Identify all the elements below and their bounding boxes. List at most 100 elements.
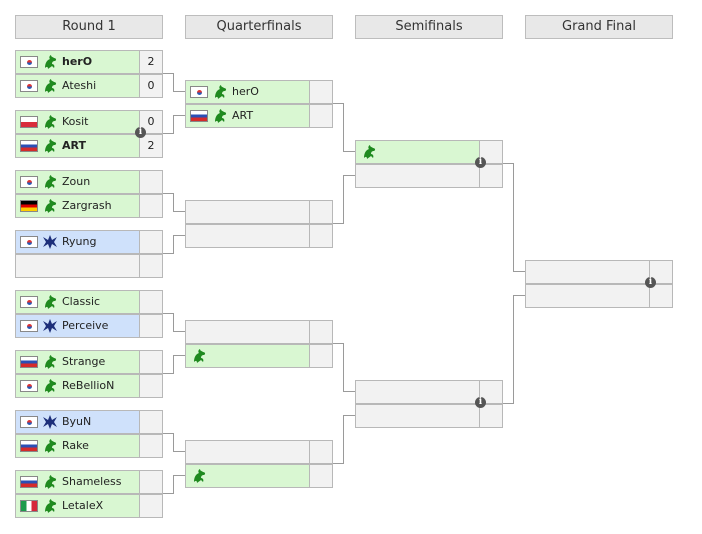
player-slot[interactable]: Ryung <box>15 230 163 254</box>
connector-line <box>343 343 344 392</box>
connector-line <box>513 295 514 404</box>
connector-line <box>173 355 174 374</box>
connector-line <box>333 223 343 224</box>
player-name: herO <box>62 55 93 68</box>
score-box <box>309 441 332 463</box>
match-info-icon[interactable]: i <box>645 277 656 288</box>
match-info-icon[interactable]: i <box>475 397 486 408</box>
zerg-race-icon <box>42 54 58 70</box>
player-slot[interactable]: herO <box>185 80 333 104</box>
player-slot[interactable]: LetaleX <box>15 494 163 518</box>
player-name: Ateshi <box>62 79 97 92</box>
flag-ru-icon <box>20 440 38 452</box>
score-box <box>139 411 162 433</box>
player-name: LetaleX <box>62 499 104 512</box>
connector-line <box>173 433 174 452</box>
connector-line <box>343 415 355 416</box>
score-box <box>139 471 162 493</box>
connector-line <box>173 475 174 494</box>
player-slot[interactable]: Zargrash <box>15 194 163 218</box>
score-box: 2 <box>139 135 162 157</box>
player-name: herO <box>232 85 259 98</box>
score-box <box>139 231 162 253</box>
score-box <box>479 165 502 187</box>
round-header-2: Semifinals <box>355 15 503 39</box>
player-slot[interactable]: Shameless <box>15 470 163 494</box>
zerg-race-icon <box>42 174 58 190</box>
player-slot[interactable]: Strange <box>15 350 163 374</box>
player-slot[interactable]: ByuN <box>15 410 163 434</box>
match-info-icon[interactable]: i <box>475 157 486 168</box>
connector-line <box>163 493 173 494</box>
flag-kr-icon <box>20 296 38 308</box>
connector-line <box>333 463 343 464</box>
round-header-1: Quarterfinals <box>185 15 333 39</box>
player-name: Ryung <box>62 235 97 248</box>
connector-line <box>513 295 525 296</box>
score-box <box>309 345 332 367</box>
connector-line <box>173 355 185 356</box>
player-slot[interactable]: Perceive <box>15 314 163 338</box>
zerg-race-icon <box>42 138 58 154</box>
empty-slot <box>15 254 163 278</box>
player-slot[interactable]: Zoun <box>15 170 163 194</box>
zerg-race-icon <box>42 294 58 310</box>
player-name: Zargrash <box>62 199 112 212</box>
player-slot[interactable]: Classic <box>15 290 163 314</box>
score-box <box>479 405 502 427</box>
round-header-0: Round 1 <box>15 15 163 39</box>
player-slot[interactable]: Rake <box>15 434 163 458</box>
score-box: 2 <box>139 51 162 73</box>
empty-slot <box>185 224 333 248</box>
player-slot[interactable]: ART <box>185 104 333 128</box>
empty-slot <box>185 344 333 368</box>
zerg-race-icon <box>42 198 58 214</box>
zerg-race-icon <box>212 84 228 100</box>
player-name: Zoun <box>62 175 91 188</box>
connector-line <box>163 73 173 74</box>
connector-line <box>343 391 355 392</box>
flag-kr-icon <box>20 236 38 248</box>
connector-line <box>173 235 174 254</box>
player-name: ByuN <box>62 415 92 428</box>
player-slot[interactable]: ReBellioN <box>15 374 163 398</box>
connector-line <box>173 91 185 92</box>
connector-line <box>343 415 344 464</box>
zerg-race-icon <box>42 354 58 370</box>
zerg-race-icon <box>42 438 58 454</box>
flag-kr-icon <box>20 56 38 68</box>
empty-slot <box>185 200 333 224</box>
score-box <box>139 171 162 193</box>
player-name: Kosit <box>62 115 89 128</box>
connector-line <box>503 403 513 404</box>
score-box <box>139 495 162 517</box>
empty-slot <box>185 320 333 344</box>
empty-slot <box>185 440 333 464</box>
connector-line <box>173 115 185 116</box>
connector-line <box>343 103 344 152</box>
connector-line <box>333 103 343 104</box>
score-box <box>649 261 672 283</box>
connector-line <box>173 475 185 476</box>
flag-ru-icon <box>20 356 38 368</box>
score-box <box>139 291 162 313</box>
player-name: ReBellioN <box>62 379 115 392</box>
score-box <box>479 381 502 403</box>
score-box <box>139 435 162 457</box>
score-box <box>309 321 332 343</box>
flag-kr-icon <box>20 80 38 92</box>
protoss-race-icon <box>42 234 58 250</box>
connector-line <box>163 373 173 374</box>
player-slot[interactable]: herO 2 <box>15 50 163 74</box>
connector-line <box>163 433 173 434</box>
protoss-race-icon <box>42 414 58 430</box>
connector-line <box>173 313 174 332</box>
empty-slot <box>355 380 503 404</box>
connector-line <box>343 175 344 224</box>
player-name: Classic <box>62 295 101 308</box>
connector-line <box>173 235 185 236</box>
match-info-icon[interactable]: i <box>135 127 146 138</box>
